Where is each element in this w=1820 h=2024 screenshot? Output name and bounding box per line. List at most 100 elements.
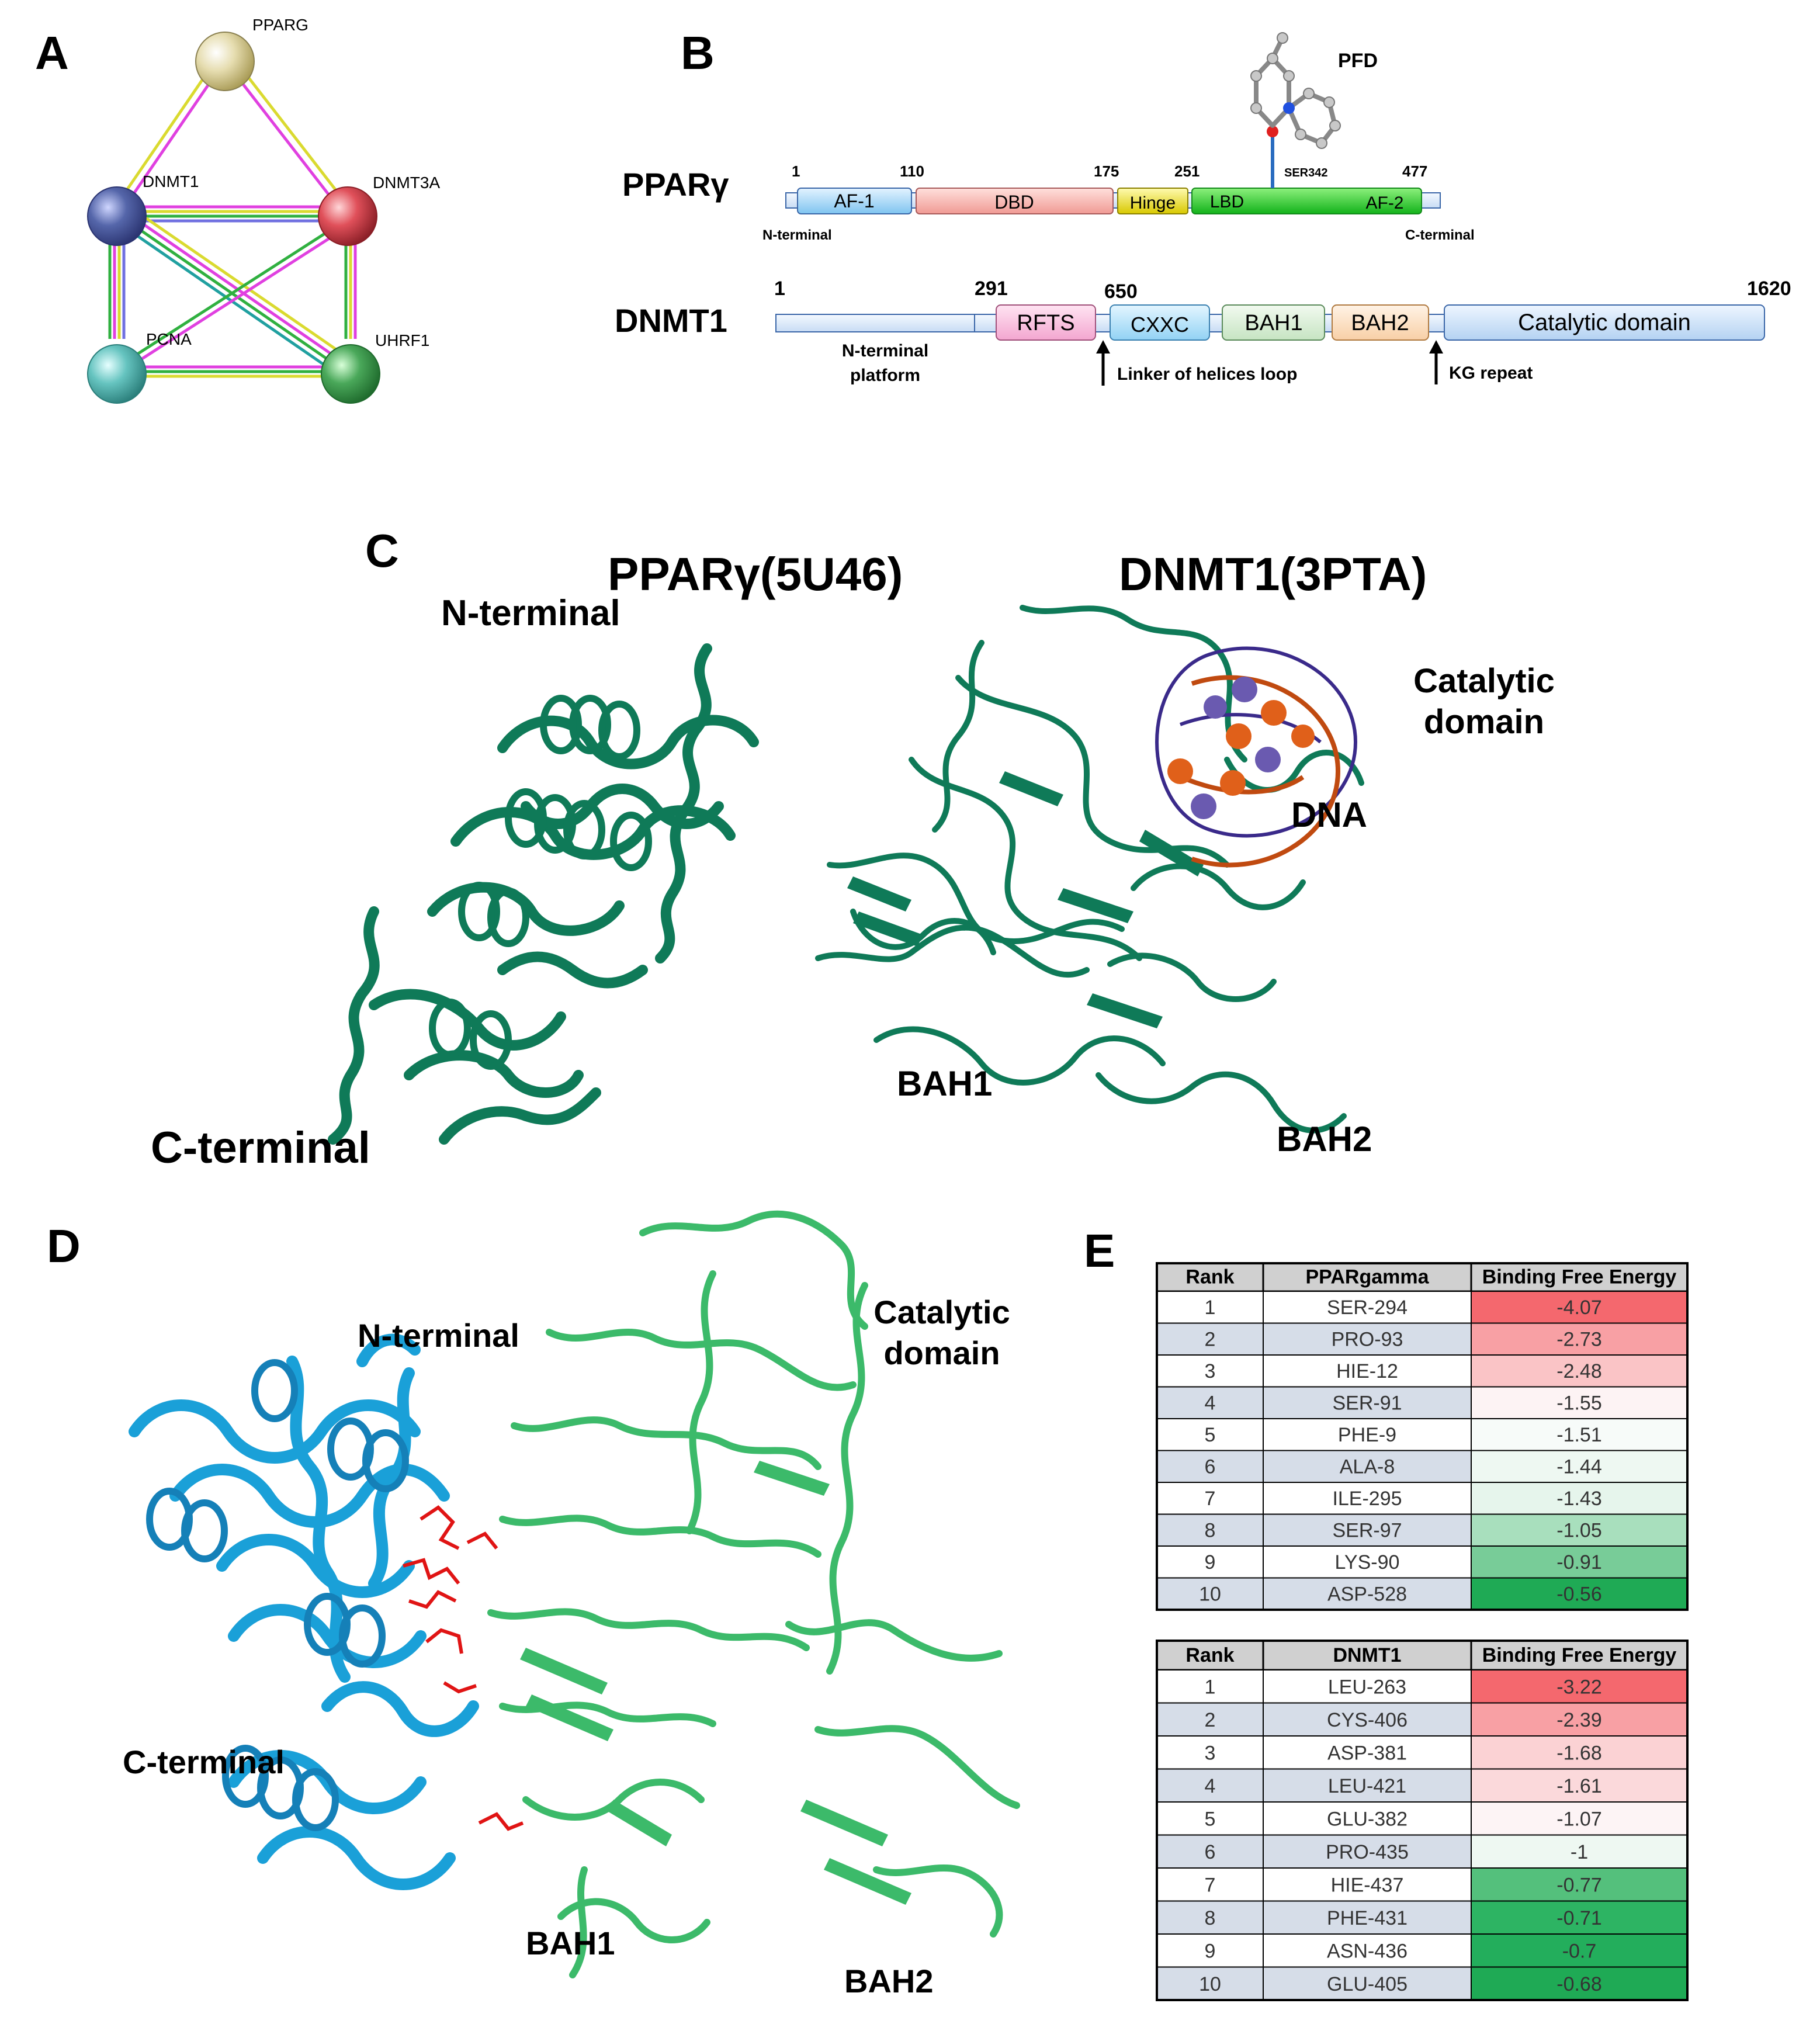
c-bah1-label: BAH1 xyxy=(897,1064,992,1103)
table-cell-value: -1.05 xyxy=(1556,1520,1602,1542)
table-cell-value: -1.07 xyxy=(1556,1808,1602,1831)
table-cell xyxy=(1263,1354,1472,1388)
table-cell-value: CYS-406 xyxy=(1327,1709,1408,1731)
ppar-domain-lbd-label: LBD xyxy=(1210,192,1244,212)
table-cell-value: 2 xyxy=(1205,1709,1216,1731)
table-header-label: DNMT1 xyxy=(1333,1644,1401,1666)
table-cell xyxy=(1471,1418,1688,1451)
table-header-label: Binding Free Energy xyxy=(1482,1266,1677,1288)
linker-arrow xyxy=(1096,340,1110,386)
table-header-label: Rank xyxy=(1185,1644,1234,1666)
table-cell-value: -4.07 xyxy=(1556,1297,1602,1319)
table-cell-value: ILE-295 xyxy=(1332,1488,1402,1510)
table-cell-value: -1.55 xyxy=(1556,1392,1602,1415)
table-cell-value: ASP-381 xyxy=(1327,1742,1407,1765)
c-n-terminal-label: N-terminal xyxy=(441,593,620,633)
pfd-ligand-structure xyxy=(1250,32,1341,188)
table-cell-value: 5 xyxy=(1205,1808,1216,1831)
table-cell xyxy=(1156,1513,1264,1547)
table-cell-value: 8 xyxy=(1205,1907,1216,1929)
ppar-positions: 1 110 175 251 477 xyxy=(792,162,1427,180)
table-cell-value: LEU-263 xyxy=(1328,1676,1406,1699)
pparg-complex-ribbon xyxy=(129,1333,479,1890)
panel-letter-e: E xyxy=(1084,1225,1115,1277)
dnmt1-pos-1620: 1620 xyxy=(1747,278,1791,300)
table-cell xyxy=(1263,1966,1472,2001)
c-bah2-label: BAH2 xyxy=(1277,1120,1372,1159)
kg-arrow xyxy=(1429,340,1443,384)
table-row: 8 PHE-431 -0.71 xyxy=(1156,1900,1688,1935)
table-cell-value: -0.7 xyxy=(1562,1940,1597,1963)
interface-residues xyxy=(403,1505,524,1831)
table-cell xyxy=(1471,1513,1688,1547)
panel-letter-d: D xyxy=(47,1220,81,1272)
table-cell xyxy=(1263,1933,1472,1968)
dnmt1-domain-cxxc xyxy=(1110,304,1210,341)
table-cell xyxy=(1471,1354,1688,1388)
ppar-domain-af1-label: AF-1 xyxy=(834,190,874,212)
table-cell xyxy=(1263,1386,1472,1419)
table-cell-value: HIE-437 xyxy=(1331,1874,1404,1897)
dnmt1-domain-cxxc-label: CXXC xyxy=(1131,313,1189,337)
table-cell-value: ASN-436 xyxy=(1327,1940,1408,1963)
table-cell xyxy=(1263,1450,1472,1483)
table-cell xyxy=(1471,1900,1688,1935)
table-cell-value: 9 xyxy=(1205,1551,1216,1574)
dnmt1-domain-bah2 xyxy=(1332,304,1429,341)
ppar-domain-dbd xyxy=(916,188,1114,214)
table-cell-value: -1.68 xyxy=(1556,1742,1602,1765)
table-cell xyxy=(1156,1669,1264,1704)
ppar-pos-477: 477 xyxy=(1402,162,1427,180)
dnmt1-structure-title: DNMT1(3PTA) xyxy=(1119,548,1427,600)
dnmt1-pos-650: 650 xyxy=(1104,280,1138,303)
table-cell xyxy=(1263,1418,1472,1451)
ppar-c-terminal: C-terminal xyxy=(1405,227,1475,243)
ppar-domain-lbd xyxy=(1191,188,1422,214)
table-header-label: Rank xyxy=(1185,1266,1234,1288)
dnmt1-domain-rfts-label: RFTS xyxy=(1017,311,1074,335)
table-cell-value: 8 xyxy=(1205,1520,1216,1542)
table-row: 8 SER-97 -1.05 xyxy=(1156,1513,1688,1547)
panel-a: A xyxy=(35,16,440,404)
table-header-cell xyxy=(1262,1640,1472,1671)
table-cell-value: 2 xyxy=(1205,1329,1216,1351)
table-cell-value: 3 xyxy=(1205,1360,1216,1382)
panel-letter-c: C xyxy=(365,525,399,577)
dna-label: DNA xyxy=(1291,795,1367,834)
dnmt1-pos-291: 291 xyxy=(975,278,1008,300)
table-cell-value: 7 xyxy=(1205,1874,1216,1897)
dnmt1-domain-catalytic-label: Catalytic domain xyxy=(1518,310,1691,335)
kg-repeat-label: KG repeat xyxy=(1449,363,1533,383)
node-label-pcna: PCNA xyxy=(146,330,192,348)
table-cell-value: 10 xyxy=(1199,1583,1221,1606)
table-cell-value: 4 xyxy=(1205,1775,1216,1797)
table-cell xyxy=(1156,1933,1264,1968)
table-cell-value: -0.71 xyxy=(1556,1907,1602,1929)
dnmt1-name: DNMT1 xyxy=(615,302,727,339)
table-cell-value: 7 xyxy=(1205,1488,1216,1510)
table-cell-value: GLU-405 xyxy=(1327,1973,1408,1995)
table-cell xyxy=(1471,1291,1688,1324)
table-cell-value: -1.43 xyxy=(1556,1488,1602,1510)
table-header-label: Binding Free Energy xyxy=(1482,1644,1677,1666)
dnmt1-domain-bah1-label: BAH1 xyxy=(1244,311,1302,335)
table-cell-value: -1.61 xyxy=(1556,1775,1602,1797)
table-cell-value: SER-97 xyxy=(1332,1520,1402,1542)
pfd-label: PFD xyxy=(1338,50,1378,72)
table-cell-value: -0.56 xyxy=(1556,1583,1602,1606)
table-cell-value: PHE-431 xyxy=(1327,1907,1408,1929)
dnmt1-domain-bah1 xyxy=(1222,304,1325,341)
pparg-complex-coils xyxy=(146,1359,409,1831)
table-cell xyxy=(1471,1702,1688,1737)
table-cell-value: PHE-9 xyxy=(1338,1424,1396,1446)
